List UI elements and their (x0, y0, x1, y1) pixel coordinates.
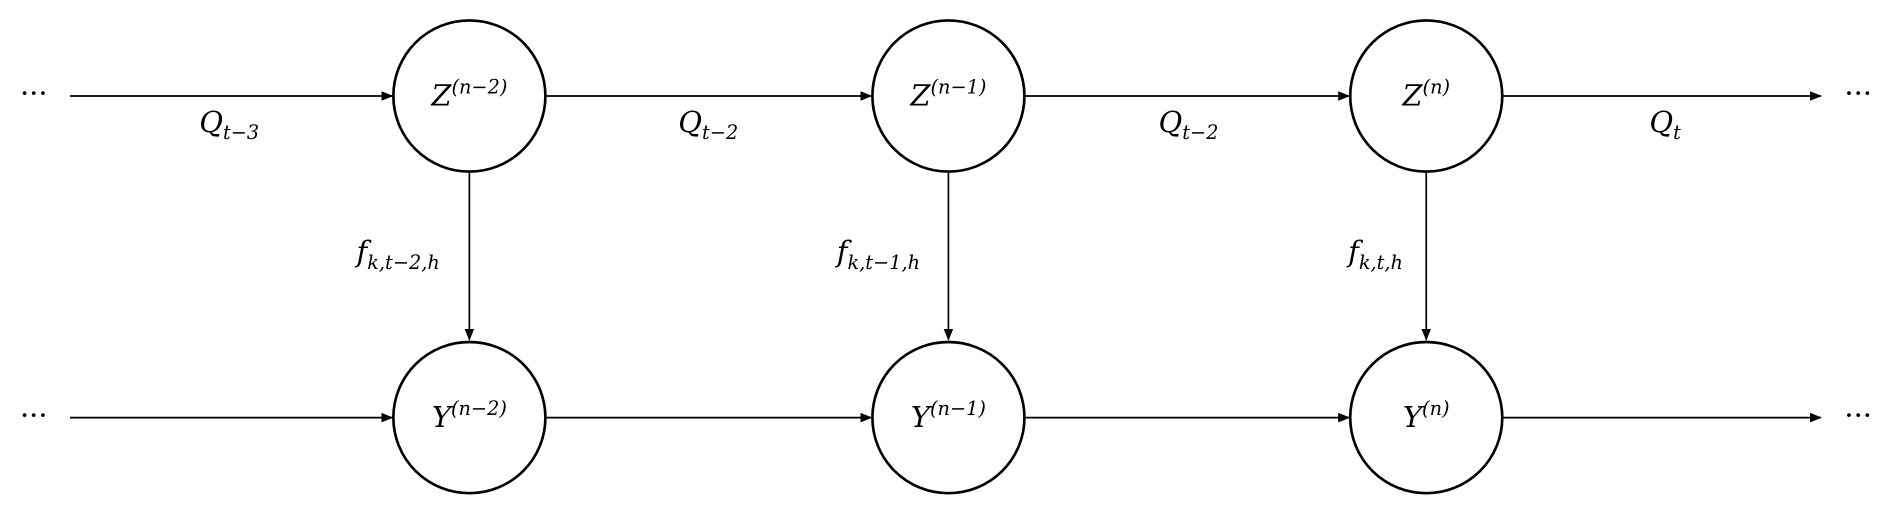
y-node-1: Y(n−1) (871, 340, 1026, 495)
node-circle (392, 340, 547, 495)
z-node-label-0: Z(n−2) (430, 76, 507, 113)
z-node-label-0-base: Z (430, 79, 452, 113)
y-node-label-2-sup: (n) (1422, 397, 1449, 420)
z-node-0: Z(n−2) (392, 19, 547, 173)
f-label-0-sub: k,t−2,h (367, 251, 440, 274)
f-label-1: fk,t−1,h (835, 235, 920, 274)
y-node-2: Y(n) (1348, 340, 1504, 495)
y-node-label-1-sup: (n−1) (930, 397, 986, 420)
f-label-2-sub: k,t,h (1359, 251, 1403, 274)
z-node-1: Z(n−1) (871, 19, 1026, 173)
z-node-label-1: Z(n−1) (909, 76, 986, 113)
node-circle (871, 340, 1026, 495)
q-label-0: Qt−3 (199, 105, 259, 144)
q-label-1-sub: t−2 (702, 121, 738, 144)
node-circle (392, 19, 547, 173)
y-node-label-2-base: Y (1403, 400, 1425, 434)
q-label-2: Qt−2 (1159, 105, 1219, 144)
q-label-0-base: Q (199, 105, 223, 139)
q-label-2-sub: t−2 (1182, 121, 1218, 144)
z-node-label-0-sup: (n−2) (451, 76, 507, 99)
f-label-0: fk,t−2,h (355, 235, 440, 274)
ellipsis-left-top: ··· (20, 76, 48, 110)
y-node-label-0: Y(n−2) (432, 397, 507, 434)
q-label-3-base: Q (1649, 105, 1673, 139)
ellipsis-right-top: ··· (1844, 76, 1872, 110)
y-node-label-1: Y(n−1) (911, 397, 986, 434)
z-node-label-2-sup: (n) (1423, 76, 1450, 99)
y-node-label-2: Y(n) (1403, 397, 1450, 434)
z-node-label-1-sup: (n−1) (930, 76, 986, 99)
q-label-1: Qt−2 (678, 105, 738, 144)
ellipsis-left-bottom: ··· (20, 398, 48, 432)
q-label-3-sub: t (1673, 121, 1681, 144)
z-node-2: Z(n) (1348, 19, 1504, 173)
q-label-3: Qt (1649, 105, 1681, 144)
q-label-0-sub: t−3 (223, 121, 259, 144)
node-circle (1348, 340, 1504, 495)
node-circle (871, 19, 1026, 173)
ellipsis-right-bottom: ··· (1844, 398, 1872, 432)
y-node-label-1-base: Y (911, 400, 933, 434)
node-circle (1348, 19, 1504, 173)
y-node-label-0-sup: (n−2) (451, 397, 507, 420)
q-label-1-base: Q (678, 105, 702, 139)
q-label-2-base: Q (1159, 105, 1183, 139)
f-label-1-sub: k,t−1,h (847, 251, 920, 274)
z-node-label-1-base: Z (909, 79, 931, 113)
z-node-label-2-base: Z (1401, 79, 1423, 113)
f-label-2: fk,t,h (1346, 235, 1403, 274)
y-node-0: Y(n−2) (392, 340, 547, 495)
z-node-label-2: Z(n) (1401, 76, 1450, 113)
y-node-label-0-base: Y (432, 400, 454, 434)
